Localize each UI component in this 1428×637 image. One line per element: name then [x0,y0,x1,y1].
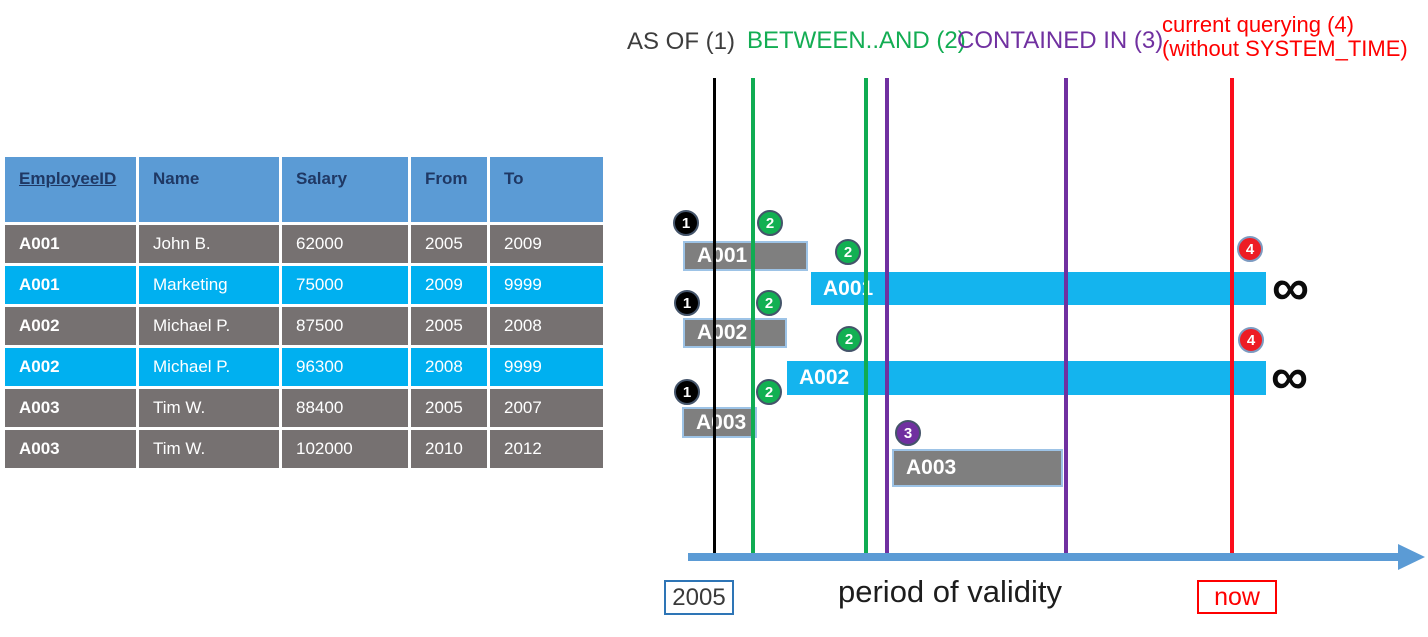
table-cell: A003 [5,430,136,468]
table-cell: 2010 [411,430,487,468]
infinity-icon: ∞ [1271,348,1309,406]
badge-2: 2 [757,210,783,236]
timeline-axis [688,553,1400,561]
table-cell: 62000 [282,225,408,263]
badge-1: 1 [673,210,699,236]
table-cell: A003 [5,389,136,427]
table-header-cell: Name [139,157,279,222]
legend-current-querying-line1: current querying (4) [1162,12,1354,37]
legend-current-querying-line2: (without SYSTEM_TIME) [1162,36,1408,61]
badge-4: 4 [1238,327,1264,353]
table-cell: 2005 [411,225,487,263]
validity-bar-a003-4: A003 [682,407,757,438]
year-2005-box: 2005 [664,580,734,615]
badge-2: 2 [756,379,782,405]
validity-bar-a002-3: A002 [787,361,1266,395]
table-cell: 75000 [282,266,408,304]
table-cell: A001 [5,266,136,304]
table-cell: Michael P. [139,348,279,386]
table-cell: A001 [5,225,136,263]
table-cell: 2008 [490,307,603,345]
query-line-between-start [751,78,755,558]
bar-label: A003 [696,410,747,434]
query-line-contained-end [1064,78,1068,558]
table-header-cell: Salary [282,157,408,222]
table-cell: 102000 [282,430,408,468]
table-cell: 2005 [411,307,487,345]
table-cell: Michael P. [139,307,279,345]
validity-bar-a001-1: A001 [811,272,1266,305]
legend-current-querying: current querying (4) (without SYSTEM_TIM… [1162,13,1408,61]
table-cell: 2009 [411,266,487,304]
table-cell: 2005 [411,389,487,427]
infinity-icon: ∞ [1272,259,1310,317]
badge-2: 2 [756,290,782,316]
table-cell: 9999 [490,348,603,386]
table-cell: 2009 [490,225,603,263]
query-line-contained-start [885,78,889,558]
now-box: now [1197,580,1277,614]
badge-1: 1 [674,379,700,405]
axis-arrowhead-icon [1398,544,1425,570]
period-of-validity-label: period of validity [838,574,1063,609]
table-cell: 87500 [282,307,408,345]
bar-label: A002 [697,321,748,344]
legend-contained-in: CONTAINED IN (3) [957,27,1164,54]
badge-1: 1 [674,290,700,316]
bar-label: A001 [697,244,748,267]
table-cell: 2007 [490,389,603,427]
table-cell: Marketing [139,266,279,304]
validity-bar-a003-5: A003 [892,449,1063,487]
badge-2: 2 [835,239,861,265]
badge-4: 4 [1237,236,1263,262]
query-line-now [1230,78,1234,558]
bar-label: A001 [823,276,874,300]
bar-label: A003 [906,456,957,479]
table-header-cell: EmployeeID [5,157,136,222]
table-cell: Tim W. [139,389,279,427]
table-cell: John B. [139,225,279,263]
bar-label: A002 [799,366,850,389]
table-cell: A002 [5,348,136,386]
table-header-cell: To [490,157,603,222]
validity-bar-a001-0: A001 [683,241,808,271]
table-cell: 2008 [411,348,487,386]
table-cell: 96300 [282,348,408,386]
badge-2: 2 [836,326,862,352]
validity-bar-a002-2: A002 [683,318,787,348]
badge-3: 3 [895,420,921,446]
table-cell: 88400 [282,389,408,427]
table-cell: 2012 [490,430,603,468]
table-cell: 9999 [490,266,603,304]
table-cell: A002 [5,307,136,345]
table-header-cell: From [411,157,487,222]
legend-between-and: BETWEEN..AND (2) [747,27,966,54]
query-line-as-of [713,78,716,558]
query-line-between-end [864,78,868,558]
table-cell: Tim W. [139,430,279,468]
legend-as-of: AS OF (1) [627,28,736,55]
